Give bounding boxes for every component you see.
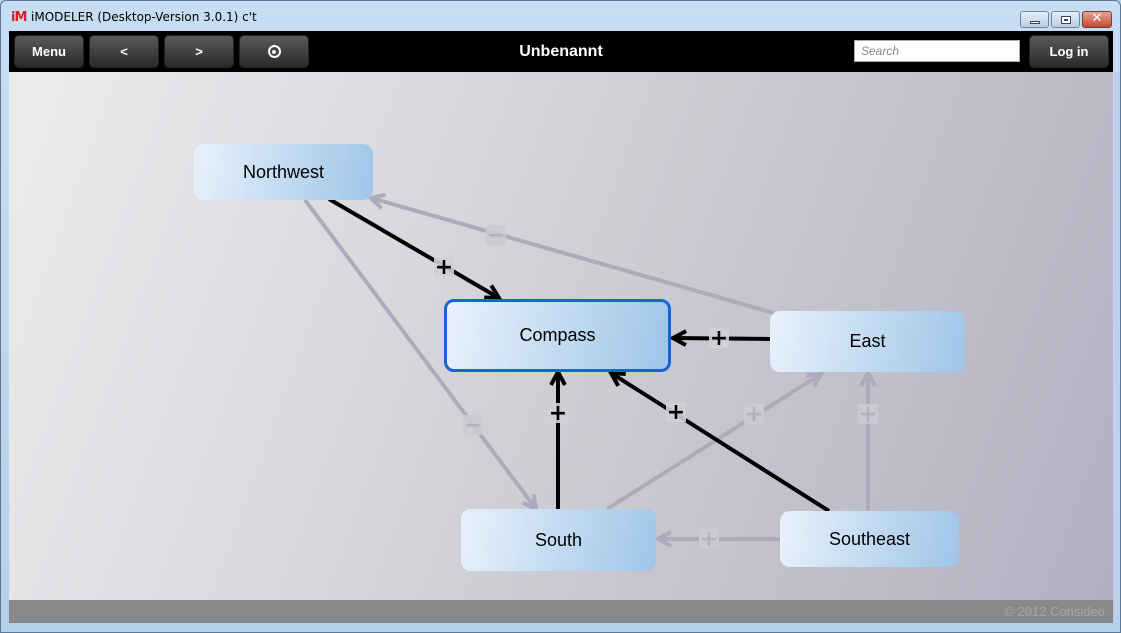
arrowhead-icon: [859, 368, 877, 387]
arrowhead-icon: [806, 371, 825, 388]
arrowhead-icon: [653, 530, 672, 548]
edge-northwest-to-compass[interactable]: +: [327, 197, 503, 301]
edge-sign-label: +: [667, 400, 685, 425]
back-button[interactable]: <: [89, 35, 159, 68]
edge-label-bg: [463, 415, 483, 435]
app-logo-icon: iM: [11, 10, 27, 25]
forward-button[interactable]: >: [164, 35, 234, 68]
arrowhead-icon: [484, 284, 503, 301]
node-south[interactable]: South: [461, 509, 656, 571]
maximize-button[interactable]: [1051, 11, 1080, 28]
window-controls: ✕: [1020, 11, 1112, 28]
edge-line[interactable]: [609, 371, 831, 513]
edge-sign-label: −: [487, 223, 505, 248]
toolbar: Unbenannt Menu < > Log in: [9, 31, 1113, 72]
node-southeast[interactable]: Southeast: [780, 511, 959, 567]
node-east[interactable]: East: [770, 311, 965, 372]
edge-line[interactable]: [370, 196, 775, 315]
arrowhead-icon: [607, 370, 626, 387]
edge-sign-label: +: [435, 255, 453, 280]
edge-sign-label: +: [710, 326, 728, 351]
edge-label-bg: [699, 529, 719, 549]
arrowhead-icon: [668, 329, 688, 347]
node-compass[interactable]: Compass: [444, 299, 671, 372]
center-view-button[interactable]: [239, 35, 309, 68]
edge-label-bg: [858, 404, 878, 424]
maximize-icon: [1061, 16, 1071, 24]
edge-sign-label: +: [700, 527, 718, 552]
edge-sign-label: +: [859, 402, 877, 427]
node-label: Northwest: [242, 161, 325, 182]
menu-button[interactable]: Menu: [14, 35, 84, 68]
edge-south-to-east[interactable]: +: [605, 371, 825, 511]
edge-east-to-compass[interactable]: +: [668, 326, 771, 351]
node-label: Southeast: [828, 528, 911, 549]
close-icon: ✕: [1091, 11, 1103, 26]
edge-sign-label: −: [464, 413, 482, 438]
edge-label-bg: [434, 257, 454, 277]
edge-line[interactable]: [303, 198, 538, 511]
search-input[interactable]: [854, 40, 1020, 62]
edge-label-bg: [744, 404, 764, 424]
edge-line[interactable]: [327, 197, 501, 300]
node-northwest[interactable]: Northwest: [194, 144, 373, 200]
edge-line[interactable]: [605, 372, 823, 511]
node-label: Compass: [519, 325, 596, 345]
edge-label-bg: [548, 403, 568, 423]
title-bar[interactable]: iM iMODELER (Desktop-Version 3.0.1) c't …: [1, 1, 1120, 31]
edges-layer: − − + + + + + + +: [303, 192, 878, 552]
window-title: iMODELER (Desktop-Version 3.0.1) c't: [31, 10, 257, 24]
footer-bar: © 2012 Consideo: [9, 600, 1113, 623]
edge-label-bg: [666, 402, 686, 422]
edge-southeast-to-south[interactable]: +: [653, 527, 780, 552]
node-label: South: [534, 529, 583, 550]
edge-sign-label: +: [549, 401, 567, 426]
edge-label-bg: [709, 328, 729, 348]
edge-south-to-compass[interactable]: +: [548, 367, 568, 509]
edge-sign-label: +: [745, 402, 763, 427]
edge-southeast-to-compass[interactable]: +: [607, 370, 831, 513]
vertical-scrollbar[interactable]: [1114, 72, 1120, 623]
minimize-icon: [1030, 21, 1040, 24]
close-button[interactable]: ✕: [1082, 11, 1112, 28]
edge-east-to-northwest[interactable]: −: [366, 192, 775, 315]
minimize-button[interactable]: [1020, 11, 1049, 28]
node-label: East: [849, 331, 886, 351]
target-icon: [267, 45, 281, 58]
login-button[interactable]: Log in: [1029, 35, 1109, 68]
arrowhead-icon: [549, 367, 567, 386]
copyright-text: © 2012 Consideo: [1004, 604, 1105, 619]
edge-label-bg: [486, 225, 506, 245]
edge-southeast-to-east[interactable]: +: [858, 368, 878, 511]
arrowhead-icon: [366, 192, 386, 210]
